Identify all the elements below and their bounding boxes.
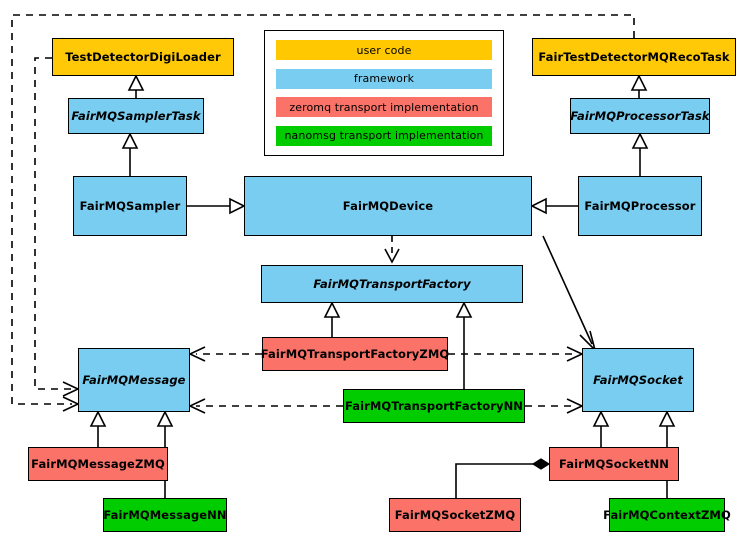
node-label: FairMQContextZMQ [603, 507, 731, 522]
node-label: FairMQSampler [79, 198, 181, 213]
node-label: FairMQSocketNN [558, 456, 670, 471]
node-fairmq-message-zmq[interactable]: FairMQMessageZMQ [28, 447, 168, 481]
legend-item-zeromq: zeromq transport implementation [276, 97, 492, 118]
node-label: FairMQTransportFactoryZMQ [260, 346, 450, 361]
edge-samplertask-to-digiloader [127, 74, 145, 98]
node-label: FairMQProcessor [584, 198, 696, 213]
node-label: FairMQProcessorTask [570, 108, 710, 123]
node-fairmq-socket-nn[interactable]: FairMQContextZMQ [603, 498, 731, 532]
legend-label: nanomsg transport implementation [284, 129, 484, 143]
edge-sampler-to-device [187, 197, 246, 215]
edge-factoryzmq-to-socket [448, 346, 584, 362]
node-fair-test-detector-mq-reco-task[interactable]: FairTestDetectorMQRecoTask [532, 38, 736, 76]
node-label: FairMQSocketZMQ [394, 507, 516, 522]
node-fairmq-socket-zmq[interactable]: FairMQSocketNN [549, 447, 679, 481]
legend-label: user code [356, 43, 412, 57]
edge-device-to-transportfactory [384, 236, 400, 264]
legend-item-nanomsg: nanomsg transport implementation [276, 125, 492, 146]
legend-panel: user code framework zeromq transport imp… [264, 30, 504, 156]
edge-socketzmq-to-contextzmq [455, 458, 551, 498]
node-fairmq-message[interactable]: FairMQMessage [78, 348, 190, 412]
edge-sampler-to-samplertask [121, 132, 139, 176]
node-label: FairMQMessageNN [103, 507, 227, 522]
node-label: FairMQTransportFactoryNN [344, 398, 524, 413]
node-fairmq-transport-factory-nn[interactable]: FairMQTransportFactoryNN [343, 389, 525, 423]
edge-processor-to-device [530, 197, 578, 215]
edge-factoryzmq-to-message [188, 346, 262, 362]
edge-messagezmq-to-message [89, 410, 107, 447]
node-fairmq-processor-task[interactable]: FairMQProcessorTask [570, 98, 710, 134]
node-label: FairMQSocket [593, 372, 683, 387]
node-label: FairMQTransportFactory [313, 276, 471, 291]
edge-socketzmq-to-socket [592, 410, 610, 447]
node-fairmq-processor[interactable]: FairMQProcessor [578, 176, 702, 236]
edge-factoryzmq-to-transportfactory [323, 301, 341, 337]
legend-label: framework [353, 72, 415, 86]
node-label: FairTestDetectorMQRecoTask [538, 49, 730, 64]
node-fairmq-device[interactable]: FairMQDevice [244, 176, 532, 236]
legend-label: zeromq transport implementation [289, 100, 479, 114]
edge-factorynn-to-message [188, 398, 343, 414]
node-label: FairMQDevice [342, 198, 434, 213]
edge-device-to-socket [542, 235, 597, 353]
node-label: FairMQSamplerTask [71, 108, 201, 123]
node-fairmq-message-nn[interactable]: FairMQMessageNN [103, 498, 227, 532]
node-label: FairMQMessage [82, 372, 186, 387]
node-label: FairMQMessageZMQ [31, 456, 165, 471]
node-test-detector-digi-loader[interactable]: TestDetectorDigiLoader [52, 38, 234, 76]
node-label: TestDetectorDigiLoader [65, 49, 221, 64]
node-fairmq-socket[interactable]: FairMQSocket [582, 348, 694, 412]
edge-processor-to-processortask [631, 132, 649, 176]
edge-factorynn-to-transportfactory [455, 301, 473, 389]
legend-item-framework: framework [276, 68, 492, 89]
node-fairmq-sampler-task[interactable]: FairMQSamplerTask [68, 98, 204, 134]
legend-item-user-code: user code [276, 40, 492, 60]
node-fairmq-sampler[interactable]: FairMQSampler [73, 176, 187, 236]
node-fairmq-transport-factory[interactable]: FairMQTransportFactory [261, 265, 523, 303]
node-fairmq-context-zmq[interactable]: FairMQSocketZMQ [389, 498, 521, 532]
node-fairmq-transport-factory-zmq[interactable]: FairMQTransportFactoryZMQ [260, 337, 450, 371]
edge-factorynn-to-socket [525, 398, 584, 414]
edge-processortask-to-recotask [630, 74, 648, 98]
